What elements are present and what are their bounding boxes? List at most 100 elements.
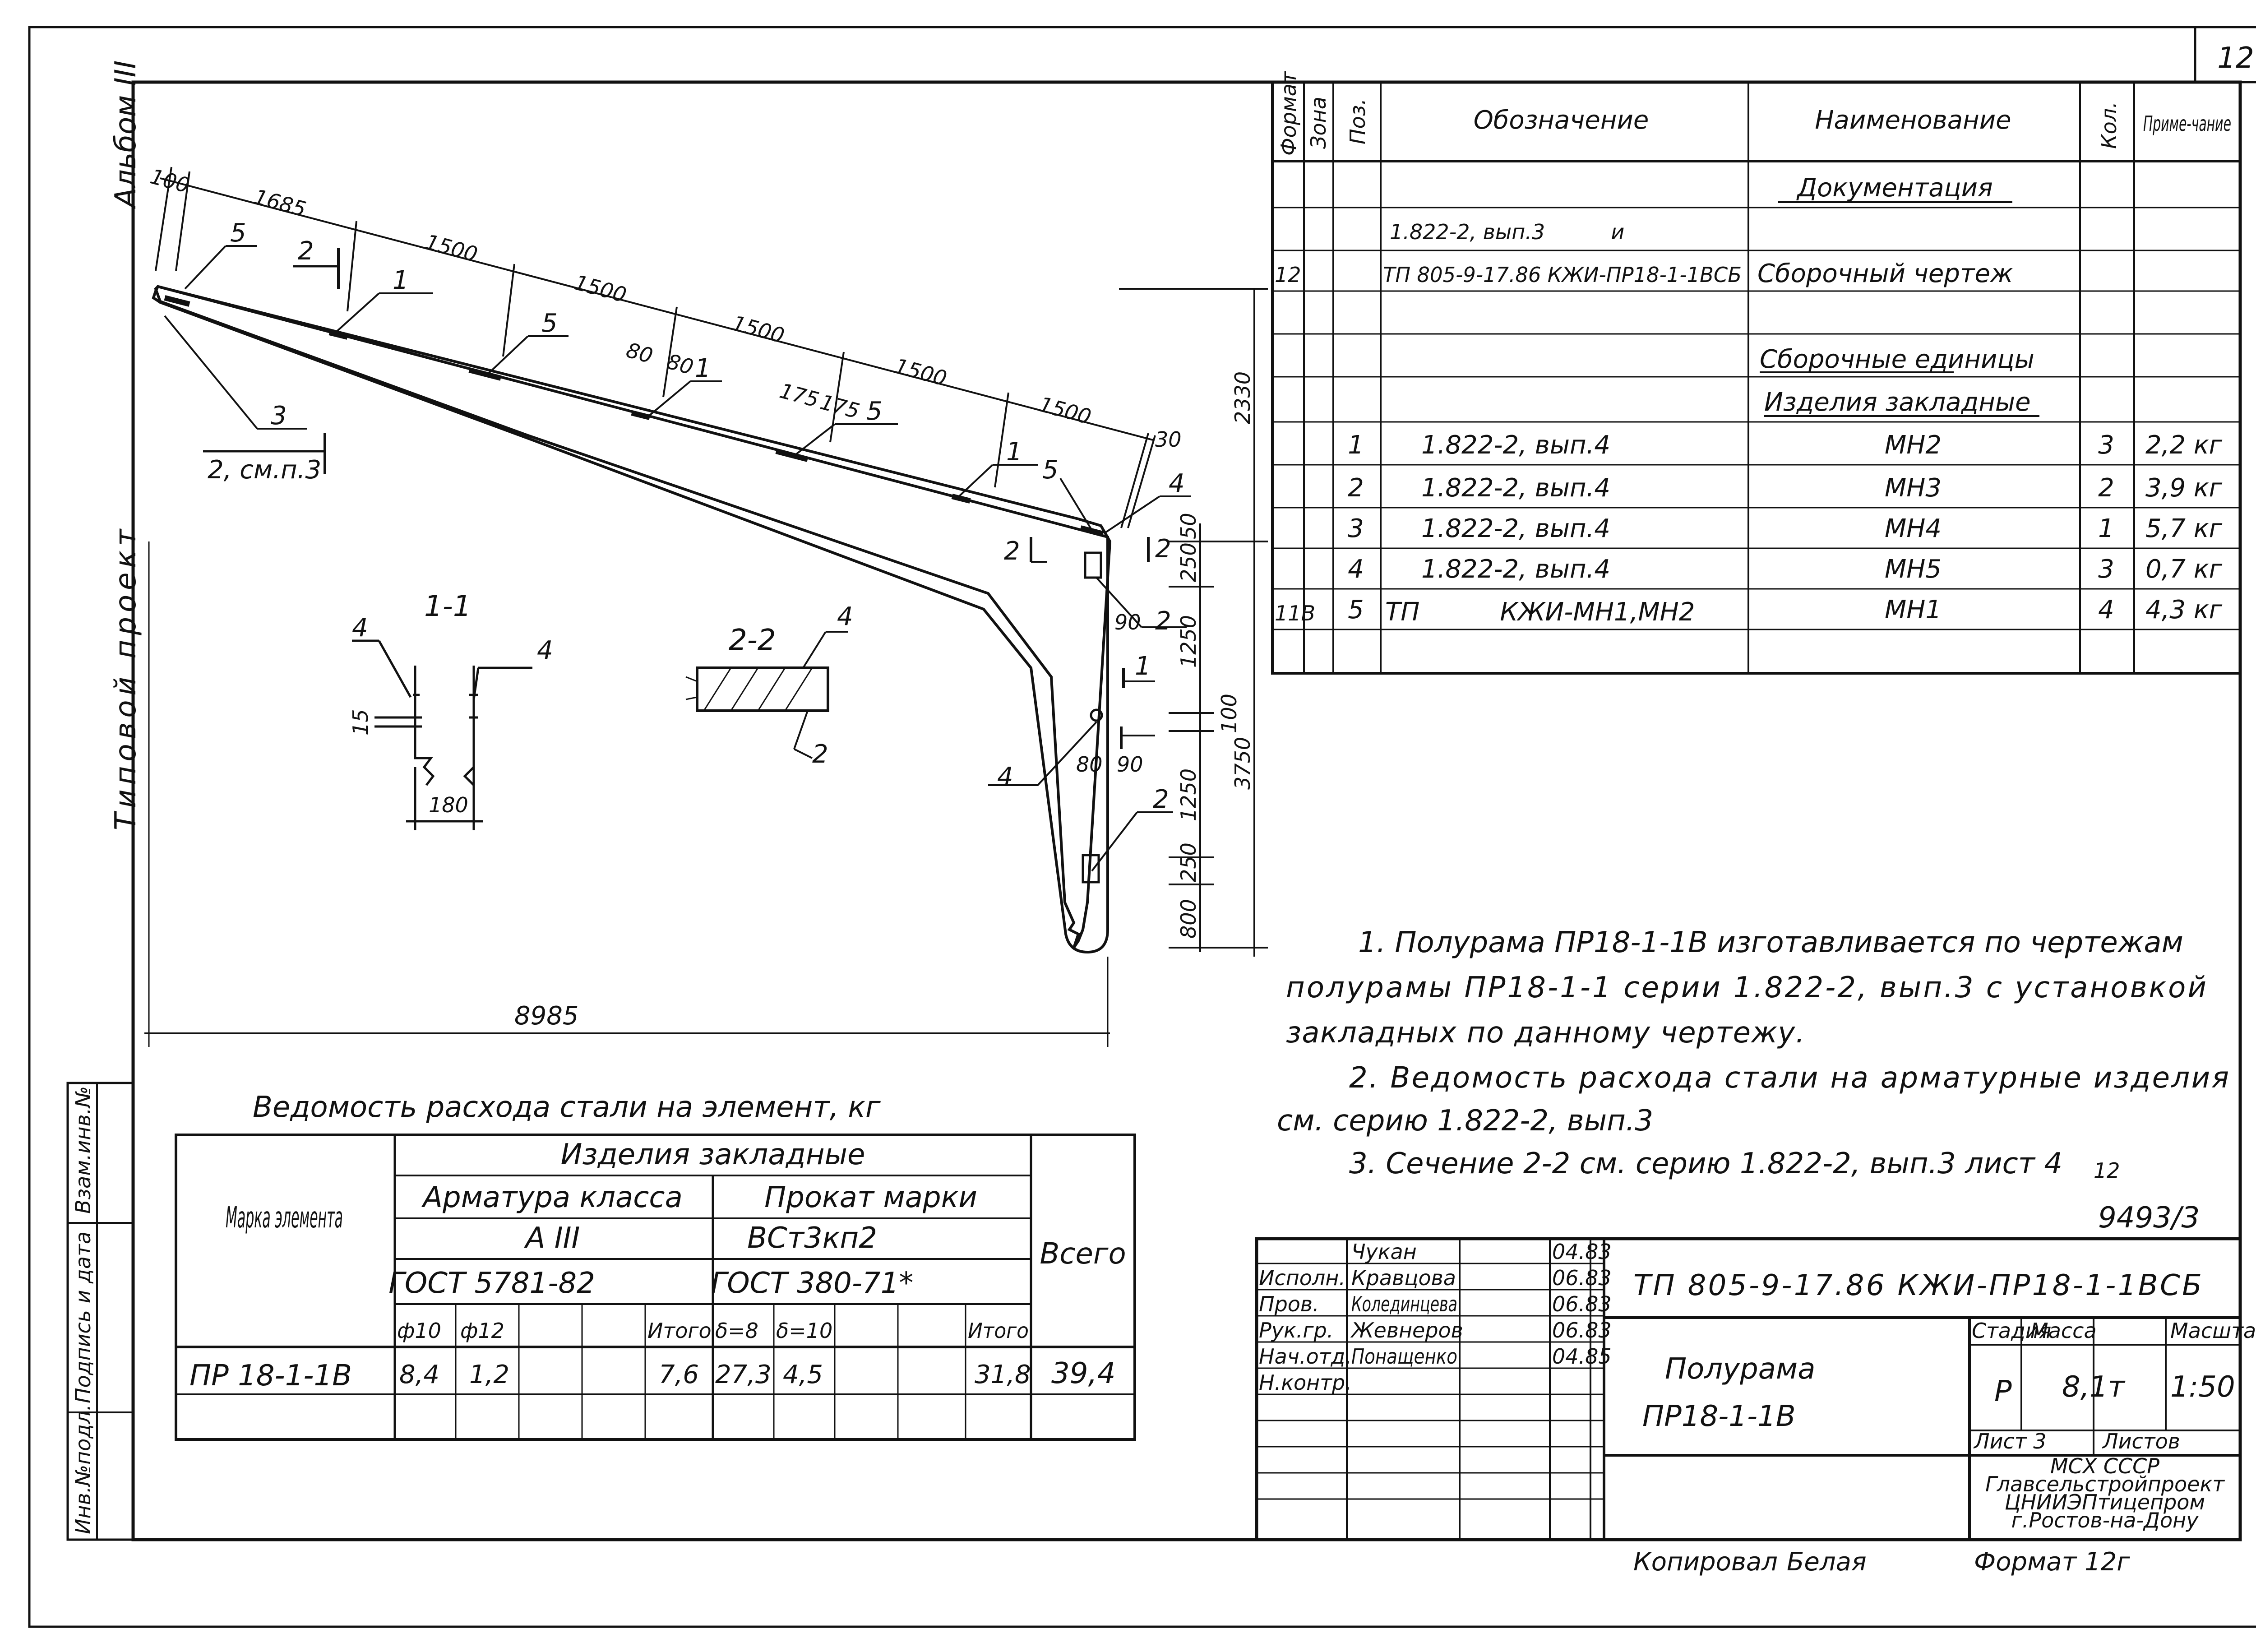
row-format: 12: [1275, 263, 1301, 287]
dim-right: 100: [1217, 694, 1241, 733]
tb-person: Чукан: [1351, 1240, 1417, 1264]
callout: 5: [866, 397, 883, 426]
section-dim: 15: [348, 709, 373, 736]
title-block: Исполн. Чукан 04.83 Пров. Кравцова 06.83…: [1255, 1237, 2256, 1541]
sub1-class: А III: [524, 1222, 580, 1255]
callout: 2: [298, 236, 314, 266]
row-name: МН5: [1885, 555, 1942, 584]
section-mark: 4: [352, 613, 368, 643]
row-mark: ПР 18-1-1В: [190, 1359, 352, 1393]
tb-sheet: Лист 3: [1973, 1429, 2046, 1453]
stamp-replace: Взам.инв.№: [71, 1086, 95, 1214]
row-value: 8,4: [399, 1360, 439, 1389]
dim-small: 80: [624, 338, 656, 368]
header-pos: Поз.: [1345, 98, 1370, 144]
tb-date: 06.83: [1552, 1318, 1612, 1342]
row-value: 27,3: [715, 1360, 772, 1389]
tb-mass: 8,1т: [2062, 1370, 2126, 1404]
tb-person: Жевнеров: [1350, 1318, 1463, 1342]
project-label: Типовой проект: [109, 525, 143, 830]
tb-date: 04.85: [1552, 1344, 1612, 1369]
section-mark: 2: [812, 740, 828, 769]
plate: [1082, 854, 1100, 884]
tb-role: Исполн.: [1259, 1266, 1345, 1290]
dim-top: 1500: [423, 229, 480, 266]
half-frame-drawing: 100 1685 1500 1500 1500 1500 1500 30 80 …: [144, 164, 1268, 1047]
note-line: закладных по данному чертежу.: [1286, 1016, 1805, 1050]
group-header: Изделия закладные: [561, 1138, 865, 1171]
steel-table: Ведомость расхода стали на элемент, кг М…: [175, 1091, 1136, 1441]
section-mark: 4: [837, 602, 853, 631]
row-qty: 2: [2098, 473, 2114, 503]
callout: 4: [997, 762, 1013, 791]
col-header: Итого: [968, 1319, 1029, 1343]
callout: 2: [1004, 537, 1020, 566]
dim-small: 80: [664, 349, 696, 379]
row-designation: 1.822-2, вып.4: [1421, 430, 1610, 460]
row-pos: 3: [1348, 514, 1364, 543]
section-dim: 180: [429, 793, 468, 817]
dim-90: 90: [1114, 610, 1141, 634]
frame-outline: [154, 285, 1112, 949]
note-line: полурамы ПР18-1-1 серии 1.822-2, вып.3 с…: [1286, 971, 2206, 1004]
footer-format: Формат 12г: [1974, 1547, 2130, 1577]
tb-date: 06.83: [1552, 1266, 1612, 1290]
section-title: 1-1: [424, 590, 472, 623]
tb-name-line2: ПР18-1-1В: [1642, 1400, 1796, 1433]
tb-role: Пров.: [1259, 1292, 1319, 1316]
section-1-1: 1-1 4 4 15 180: [348, 590, 553, 830]
row-note: 2,2 кг: [2145, 430, 2223, 460]
row-pos: 4: [1348, 555, 1364, 584]
left-stamp: Инв.№подл. Подпись и дата Взам.инв.№: [66, 1082, 134, 1541]
callout: 2: [1153, 785, 1169, 814]
dim-top: 1500: [572, 270, 629, 307]
tb-role: Н.контр.: [1259, 1370, 1352, 1395]
tb-role: Рук.гр.: [1259, 1318, 1333, 1342]
tb-stage-header: Стадия: [1972, 1319, 2051, 1343]
dim-top: 100: [148, 164, 192, 198]
row-pos: 5: [1348, 595, 1364, 625]
dim-right: 3750: [1230, 737, 1255, 790]
section-2-2: 2-2 4 2: [685, 602, 853, 769]
tb-date: 04.83: [1552, 1240, 1612, 1264]
header-note: Приме-чание: [2143, 111, 2231, 136]
section-mark: 4: [537, 636, 553, 665]
row-qty: 3: [2098, 430, 2114, 460]
steel-table-title: Ведомость расхода стали на элемент, кг: [253, 1091, 881, 1124]
plate: [1084, 551, 1102, 579]
mark-header: Марка элемента: [226, 1201, 343, 1235]
row-name: Сборочные единицы: [1760, 345, 2034, 374]
inner-frame: [131, 80, 2242, 1541]
dim-right: 250: [1176, 842, 1201, 882]
col-header: δ=8: [715, 1319, 758, 1343]
dim-top: 1500: [730, 310, 787, 347]
header-name: Наименование: [1815, 106, 2011, 135]
section-ref: 2, см.п.3: [208, 455, 321, 485]
dim-right: 1250: [1176, 768, 1201, 821]
row-designation: 1.822-2, вып.3 и: [1390, 220, 1624, 244]
row-total: 39,4: [1051, 1357, 1116, 1390]
col-header: ф12: [460, 1319, 504, 1343]
row-pos: 2: [1348, 473, 1364, 503]
stamp-signature: Подпись и дата: [71, 1231, 95, 1403]
sub2-class: ВСт3кп2: [747, 1222, 877, 1255]
tb-sheets: Листов: [2102, 1429, 2180, 1453]
note-line: 3. Сечение 2-2 см. серию 1.822-2, вып.3 …: [1349, 1147, 2062, 1180]
tb-person: Колединцева: [1351, 1292, 1457, 1316]
dim-top: 1685: [251, 184, 309, 221]
note-line: см. серию 1.822-2, вып.3: [1277, 1104, 1653, 1138]
sub2-gost: ГОСТ 380-71*: [711, 1267, 914, 1300]
row-qty: 3: [2098, 555, 2114, 584]
row-name: Изделия закладные: [1764, 388, 2031, 417]
tb-person: Понащенко: [1351, 1344, 1457, 1369]
dim-right: 800: [1176, 899, 1201, 939]
callout: 1: [393, 266, 409, 295]
row-value: 1,2: [469, 1360, 509, 1389]
row-name: МН2: [1885, 430, 1942, 460]
note-line: 1. Полурама ПР18-1-1В изготавливается по…: [1358, 926, 2183, 959]
header-zone: Зона: [1306, 97, 1331, 149]
row-note: 5,7 кг: [2145, 514, 2223, 543]
callout: 5: [1042, 455, 1059, 485]
sub1-header: Арматура класса: [421, 1181, 683, 1214]
row-note: 0,7 кг: [2145, 555, 2223, 584]
